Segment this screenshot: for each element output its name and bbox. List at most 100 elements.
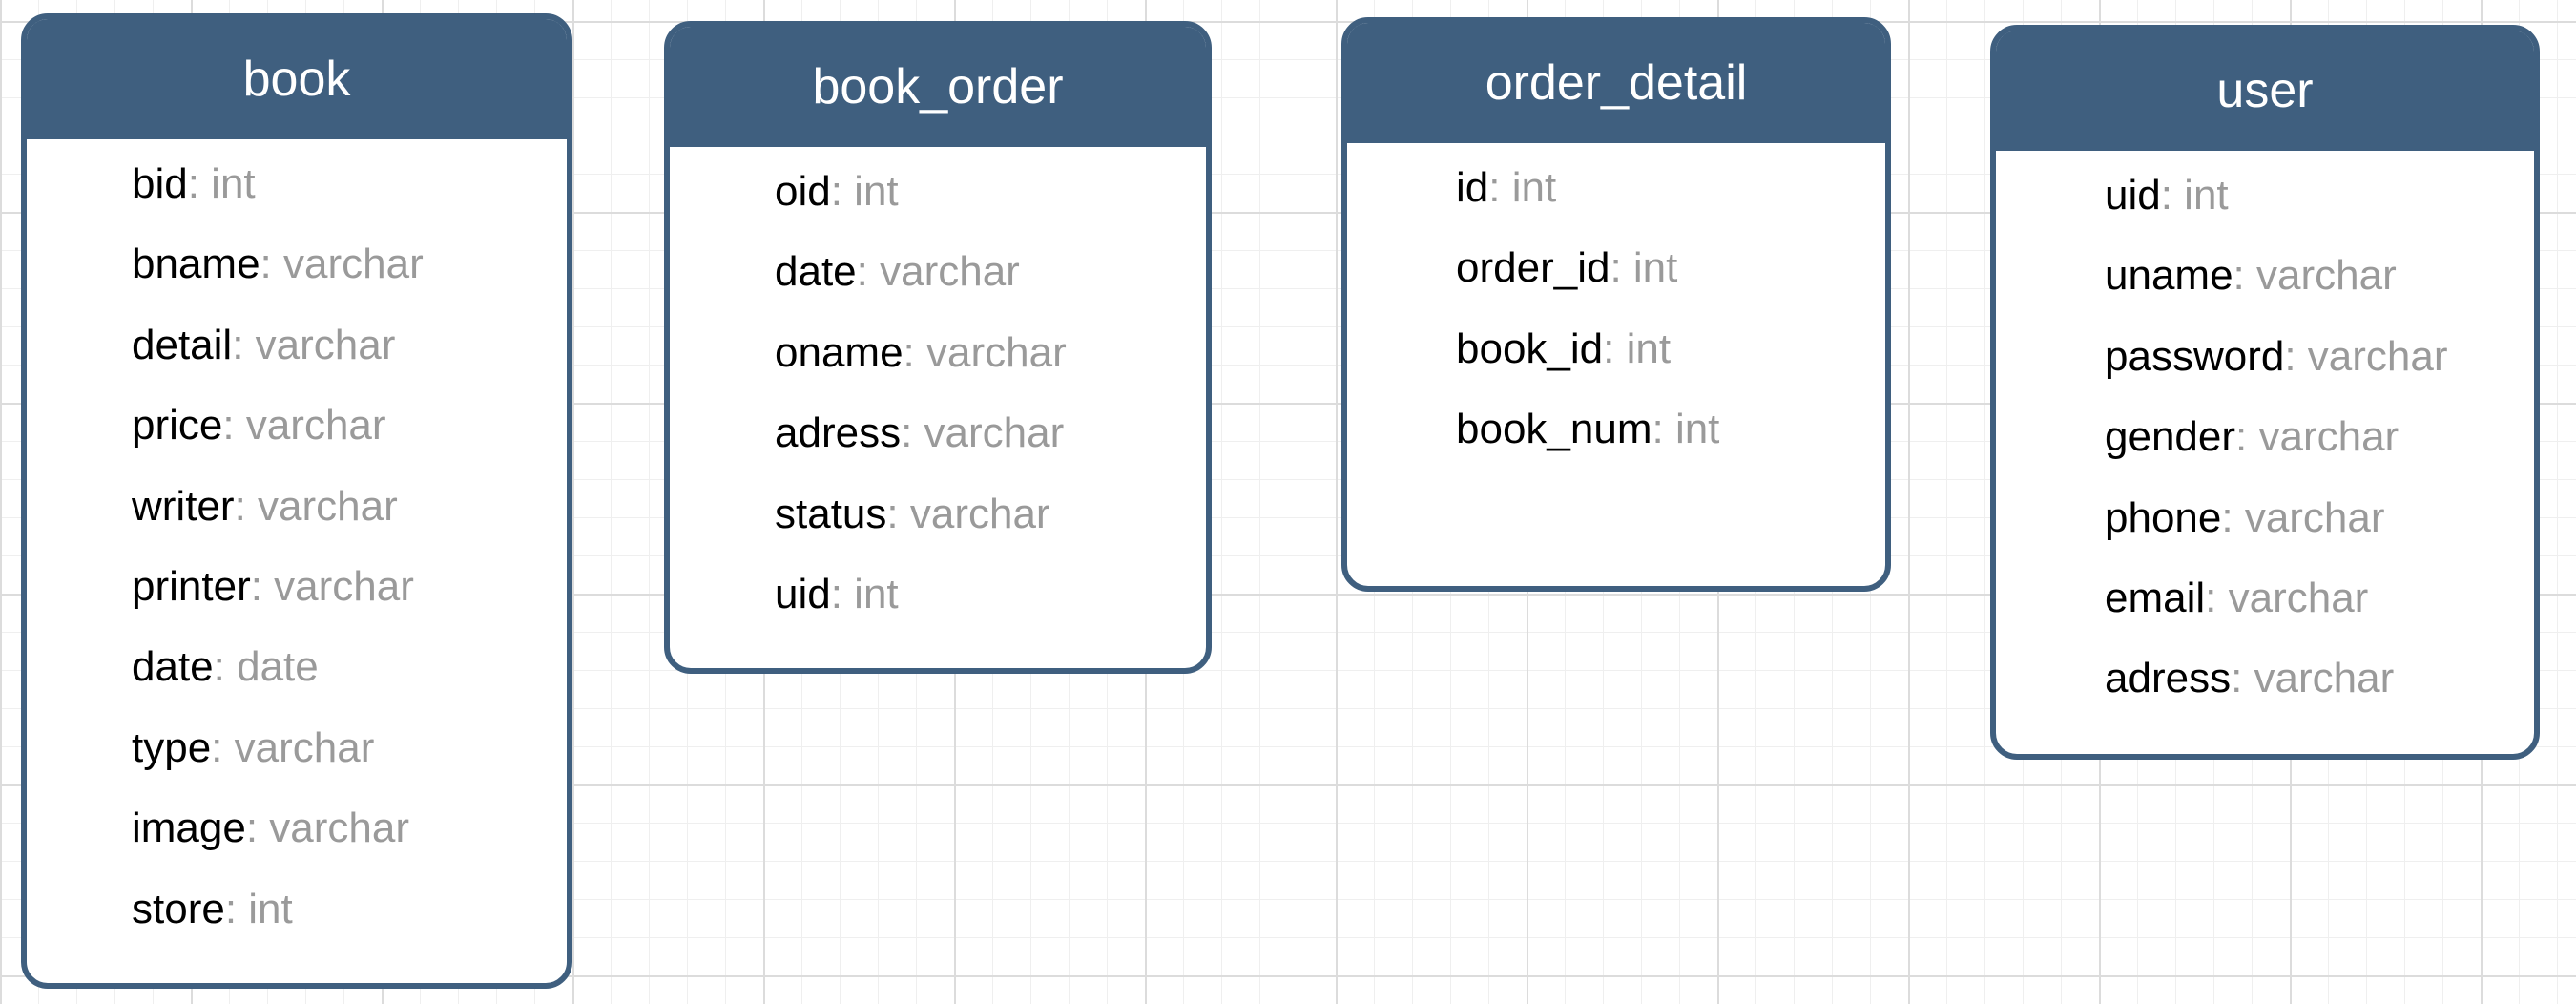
field-separator: :: [903, 328, 926, 376]
field-type: varchar: [924, 409, 1065, 457]
field-row[interactable]: uid: int: [670, 561, 1206, 641]
field-type: int: [1632, 244, 1678, 292]
field-separator: :: [1652, 406, 1675, 453]
entity-title: book_order: [670, 27, 1206, 147]
field-type: int: [1511, 164, 1557, 211]
field-list: id: int order_id: int book_id: int book_…: [1347, 143, 1885, 477]
field-separator: :: [245, 805, 270, 852]
field-row[interactable]: gender: varchar: [1996, 404, 2534, 484]
field-row[interactable]: order_id: int: [1347, 235, 1885, 315]
field-type: varchar: [2228, 574, 2369, 621]
field-row[interactable]: printer: varchar: [27, 554, 567, 634]
field-type: varchar: [2258, 413, 2399, 461]
field-list: bid: int bname: varchar detail: varchar …: [27, 139, 567, 956]
field-name: writer: [132, 482, 235, 530]
field-name: order_id: [1456, 244, 1610, 292]
field-name: uid: [2105, 172, 2161, 219]
entity-title: order_detail: [1347, 23, 1885, 143]
field-name: adress: [2105, 655, 2232, 702]
field-name: store: [132, 885, 225, 932]
field-row[interactable]: uid: int: [1996, 162, 2534, 242]
field-row[interactable]: store: int: [27, 876, 567, 956]
field-type: int: [2184, 172, 2229, 219]
field-name: bid: [132, 160, 188, 207]
field-name: uname: [2105, 252, 2233, 300]
field-row[interactable]: image: varchar: [27, 795, 567, 875]
field-row[interactable]: adress: varchar: [670, 400, 1206, 480]
field-type: date: [237, 643, 319, 691]
field-separator: :: [886, 490, 910, 537]
field-name: uid: [775, 570, 831, 617]
field-name: type: [132, 723, 212, 771]
field-list: uid: int uname: varchar password: varcha…: [1996, 151, 2534, 726]
field-row[interactable]: book_id: int: [1347, 316, 1885, 396]
field-row[interactable]: id: int: [1347, 155, 1885, 235]
field-type: int: [1626, 324, 1672, 372]
field-separator: :: [232, 321, 256, 368]
field-separator: :: [1610, 244, 1633, 292]
field-list: oid: int date: varchar oname: varchar ad…: [670, 147, 1206, 641]
field-row[interactable]: date: date: [27, 634, 567, 714]
field-row[interactable]: oname: varchar: [670, 320, 1206, 400]
field-row[interactable]: email: varchar: [1996, 565, 2534, 645]
field-separator: :: [213, 643, 238, 691]
field-separator: :: [2205, 574, 2229, 621]
field-row[interactable]: book_num: int: [1347, 396, 1885, 476]
field-name: email: [2105, 574, 2206, 621]
field-name: date: [775, 248, 857, 296]
field-type: varchar: [2307, 332, 2448, 380]
field-type: int: [854, 168, 899, 215]
field-separator: :: [2160, 172, 2185, 219]
field-separator: :: [2233, 252, 2256, 300]
field-name: bname: [132, 241, 260, 288]
field-row[interactable]: password: varchar: [1996, 324, 2534, 404]
field-separator: :: [2284, 332, 2308, 380]
field-type: varchar: [909, 490, 1050, 537]
field-type: varchar: [926, 328, 1067, 376]
field-name: gender: [2105, 413, 2236, 461]
field-type: varchar: [283, 241, 424, 288]
entity-book-order[interactable]: book_order oid: int date: varchar oname:…: [664, 21, 1212, 674]
field-separator: :: [234, 482, 259, 530]
entity-title: user: [1996, 31, 2534, 151]
field-row[interactable]: bname: varchar: [27, 231, 567, 311]
field-name: printer: [132, 562, 251, 610]
field-type: int: [1674, 406, 1720, 453]
field-type: varchar: [234, 723, 375, 771]
field-type: varchar: [258, 482, 398, 530]
field-separator: :: [250, 562, 275, 610]
field-separator: :: [856, 248, 881, 296]
field-name: date: [132, 643, 214, 691]
field-row[interactable]: uname: varchar: [1996, 242, 2534, 323]
field-separator: :: [2231, 655, 2254, 702]
field-name: image: [132, 805, 246, 852]
field-row[interactable]: phone: varchar: [1996, 485, 2534, 565]
field-type: varchar: [2256, 252, 2397, 300]
field-row[interactable]: detail: varchar: [27, 312, 567, 392]
field-row[interactable]: adress: varchar: [1996, 645, 2534, 725]
field-name: adress: [775, 409, 902, 457]
field-row[interactable]: oid: int: [670, 158, 1206, 239]
field-row[interactable]: price: varchar: [27, 392, 567, 472]
field-name: status: [775, 490, 887, 537]
field-separator: :: [2221, 493, 2245, 541]
field-type: varchar: [269, 805, 410, 852]
field-separator: :: [830, 168, 855, 215]
entity-book[interactable]: book bid: int bname: varchar detail: var…: [21, 13, 572, 989]
entity-user[interactable]: user uid: int uname: varchar password: v…: [1990, 25, 2540, 760]
field-separator: :: [830, 570, 855, 617]
field-separator: :: [901, 409, 924, 457]
field-row[interactable]: date: varchar: [670, 239, 1206, 319]
field-separator: :: [1603, 324, 1627, 372]
field-type: varchar: [2254, 655, 2395, 702]
entity-order-detail[interactable]: order_detail id: int order_id: int book_…: [1341, 17, 1891, 592]
field-separator: :: [260, 241, 283, 288]
field-row[interactable]: writer: varchar: [27, 473, 567, 554]
field-type: varchar: [255, 321, 396, 368]
field-row[interactable]: bid: int: [27, 151, 567, 231]
field-name: oid: [775, 168, 831, 215]
field-row[interactable]: type: varchar: [27, 715, 567, 795]
field-type: varchar: [274, 562, 414, 610]
field-separator: :: [2235, 413, 2259, 461]
field-row[interactable]: status: varchar: [670, 481, 1206, 561]
